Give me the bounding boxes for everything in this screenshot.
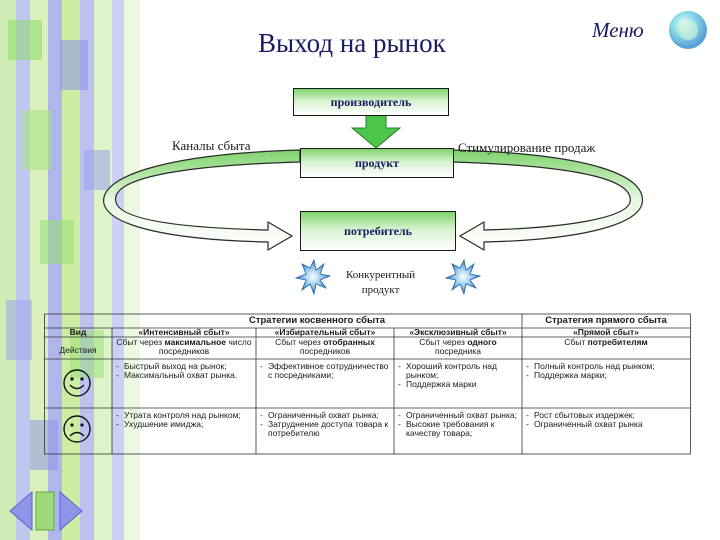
strategy-action: Сбыт через максимальное число посреднико… — [116, 338, 252, 356]
sales-channels-label: Каналы сбыта — [172, 138, 251, 153]
bullet-dash: - — [260, 361, 263, 371]
strategy-action: Сбыт через отобранных посредников — [260, 338, 390, 356]
strategy-pros: Хороший контроль над рынком;-Поддержка м… — [398, 362, 518, 389]
competitor-line: продукт — [361, 284, 400, 296]
product-box: продукт — [300, 148, 454, 178]
list-item: Ограниченный охват рынка;- — [260, 410, 379, 420]
strategy-name: «Прямой сбыт» — [573, 327, 639, 337]
strategy-cons: Ограниченный охват рынка;-Затруднение до… — [260, 411, 390, 438]
bullet-dash: - — [398, 379, 401, 389]
bullet-dash: - — [526, 410, 529, 420]
consumer-box: потребитель — [300, 211, 456, 251]
bullet-dash: - — [260, 410, 263, 420]
strategy-name: «Избирательный сбыт» — [274, 327, 376, 337]
bullet-dash: - — [526, 419, 529, 429]
strategy-action-part: одного — [467, 337, 497, 347]
page-title: Выход на рынок — [258, 28, 446, 58]
nav-arrows-icon[interactable] — [6, 488, 86, 534]
strategy-action-part: максимальное — [164, 337, 227, 347]
strategy-action-part: Сбыт — [564, 337, 588, 347]
strategy-action: Сбыт потребителям — [526, 338, 686, 347]
strategy-cons: Утрата контроля над рынком;-Ухудшение им… — [116, 411, 252, 429]
strategy-action-part: отобранных — [323, 337, 375, 347]
strategy-action-part: потребителям — [587, 337, 648, 347]
list-item: Быстрый выход на рынок;- — [116, 361, 227, 371]
bullet-dash: - — [398, 410, 401, 420]
direct-strategy-header: Стратегия прямого сбыта — [545, 315, 667, 326]
list-item: Ухудшение имиджа;- — [116, 419, 204, 429]
list-item: Полный контроль над рынком;- — [526, 361, 655, 371]
list-item: Поддержка марки- — [398, 379, 477, 389]
bullet-dash: - — [116, 419, 119, 429]
list-item: Эффективное сотрудничество с посредникам… — [260, 361, 389, 380]
list-item: Затруднение доступа товара к потребителю… — [260, 419, 389, 438]
strategy-action-part: посредников — [299, 346, 351, 356]
strategy-action-part: посредника — [435, 346, 481, 356]
list-item: Хороший контроль над рынком;- — [398, 361, 497, 380]
table-grid — [44, 313, 691, 455]
strategy-name: «Интенсивный сбыт» — [138, 327, 230, 337]
strategy-action-part: Сбыт через — [275, 337, 324, 347]
list-item: Рост сбытовых издержек;- — [526, 410, 635, 420]
bullet-dash: - — [116, 361, 119, 371]
list-item: Утрата контроля над рынком;- — [116, 410, 241, 420]
bullet-dash: - — [526, 361, 529, 371]
action-header: Действия — [59, 345, 97, 355]
left-decorative-band — [0, 0, 140, 540]
list-item: Высокие требования к качеству товара;- — [398, 419, 495, 438]
strategy-table: Стратегии косвенного сбыта Стратегия пря… — [44, 308, 691, 456]
strategy-action-part: число посредников — [158, 337, 252, 356]
smiley-happy-icon — [63, 369, 91, 397]
strategy-action-part: Сбыт через — [116, 337, 165, 347]
strategy-pros: Эффективное сотрудничество с посредникам… — [260, 362, 390, 380]
list-item: Ограниченный охват рынка- — [526, 419, 643, 429]
list-item: Ограниченный охват рынка;- — [398, 410, 517, 420]
left-channel-arrow — [103, 149, 301, 252]
competitor-line: Конкурентный — [346, 269, 416, 281]
strategy-name: «Эксклюзивный сбыт» — [409, 327, 507, 337]
producer-to-product-arrow — [350, 113, 402, 149]
competitor-product-label: Конкурентный продукт — [346, 268, 415, 298]
bullet-dash: - — [116, 370, 119, 380]
smiley-sad-icon — [63, 415, 91, 443]
strategy-cons: Рост сбытовых издержек;-Ограниченный охв… — [526, 411, 686, 429]
right-promotion-arrow — [451, 149, 644, 252]
bullet-dash: - — [398, 419, 401, 429]
menu-link[interactable]: Меню — [592, 18, 644, 42]
indirect-strategies-header: Стратегии косвенного сбыта — [248, 315, 386, 326]
strategy-action-part: Сбыт через — [419, 337, 468, 347]
producer-box: производитель — [293, 88, 449, 116]
menu-sphere-icon[interactable] — [666, 8, 710, 52]
bullet-dash: - — [526, 370, 529, 380]
strategy-cons: Ограниченный охват рынка;-Высокие требов… — [398, 411, 518, 438]
strategy-action: Сбыт через одного посредника — [398, 338, 518, 356]
list-item: Поддержка марки;- — [526, 370, 607, 380]
strategy-pros: Полный контроль над рынком;-Поддержка ма… — [526, 362, 686, 380]
starburst-icon — [444, 258, 482, 296]
bullet-dash: - — [398, 361, 401, 371]
strategy-pros: Быстрый выход на рынок;-Максимальный охв… — [116, 362, 252, 380]
kind-header: Вид — [69, 327, 87, 337]
list-item: Максимальный охват рынка.- — [116, 370, 238, 380]
sales-promotion-label: Стимулирование продаж — [458, 140, 596, 155]
starburst-icon — [294, 258, 332, 296]
bullet-dash: - — [116, 410, 119, 420]
bullet-dash: - — [260, 419, 263, 429]
